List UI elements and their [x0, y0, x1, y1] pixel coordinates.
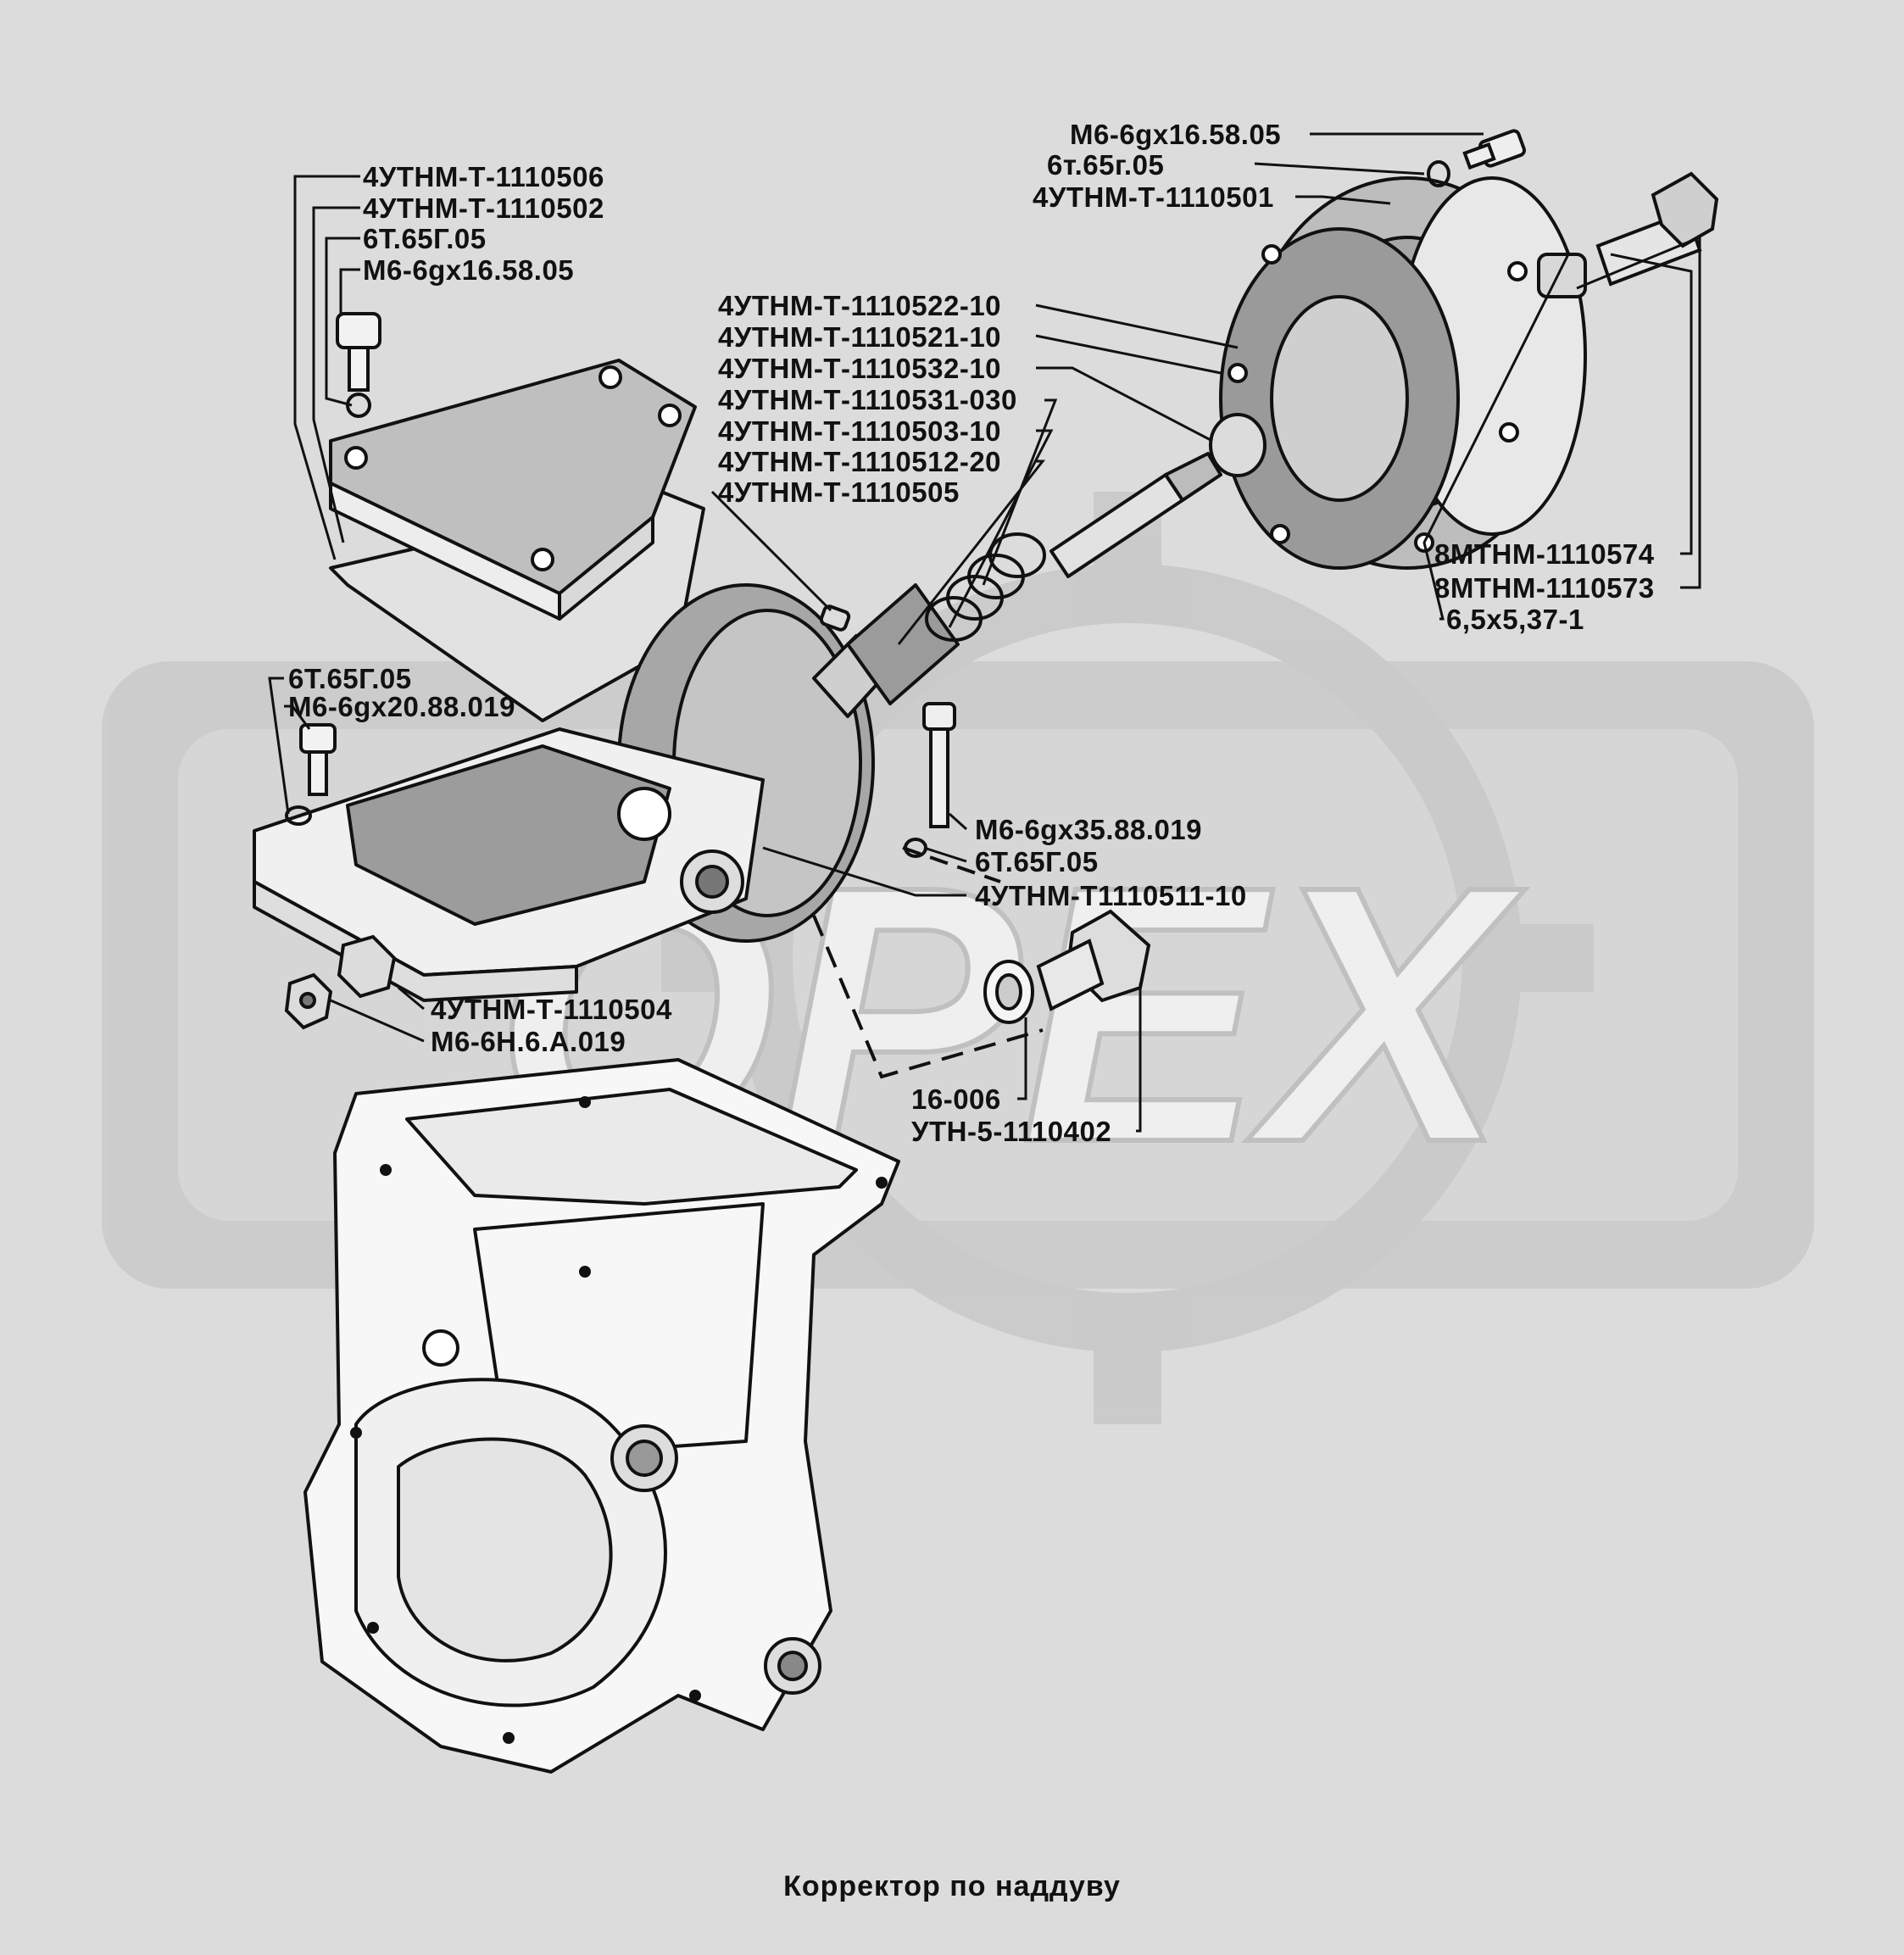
label-left-washer: 6Т.65Г.05: [288, 663, 412, 694]
label-right-seal: 6,5х5,37-1: [1446, 604, 1584, 635]
label-part-1110531: 4УТНМ-Т-1110531-030: [718, 384, 1017, 415]
assembly-dashed-line-2: [902, 846, 1001, 883]
label-part-1110532: 4УТНМ-Т-1110532-10: [718, 353, 1002, 384]
label-mid-bolt: М6-6gх35.88.019: [975, 814, 1203, 845]
label-cover-1110506: 4УТНМ-Т-1110506: [363, 161, 604, 192]
label-right-1110574: 8МТНМ-1110574: [1434, 538, 1655, 570]
housing: [303, 1058, 900, 1774]
label-plug: УТН-5-1110402: [911, 1116, 1112, 1147]
label-flange-1110501: 4УТНМ-Т-1110501: [1033, 181, 1274, 213]
nut-fitting: [284, 934, 397, 1030]
label-part-1110503: 4УТНМ-Т-1110503-10: [718, 415, 1002, 447]
label-cover-washer: 6Т.65Г.05: [363, 223, 487, 254]
label-mid-1110511: 4УТНМ-Т1110511-10: [975, 880, 1247, 911]
flange-bolt: [1427, 129, 1526, 187]
label-plug-washer: 16-006: [911, 1083, 1001, 1115]
label-nut-1110504: 4УТНМ-Т-1110504: [431, 994, 672, 1025]
top-cover: [329, 359, 705, 722]
label-part-1110522: 4УТНМ-Т-1110522-10: [718, 290, 1002, 321]
cover-bolt: [336, 312, 381, 418]
diagram-caption: Корректор по наддуву: [783, 1870, 1121, 1902]
label-right-1110573: 8МТНМ-1110573: [1434, 572, 1655, 604]
flange-plate: [1209, 176, 1587, 570]
label-flange-bolt: М6-6gх16.58.05: [1070, 119, 1282, 150]
long-bolt: [904, 702, 956, 858]
piston-spring-assembly: [812, 452, 1222, 718]
label-cover-1110502: 4УТНМ-Т-1110502: [363, 192, 604, 224]
label-part-1110512: 4УТНМ-Т-1110512-20: [718, 446, 1002, 477]
label-cover-bolt: М6-6gх16.58.05: [363, 254, 575, 286]
label-mid-washer: 6Т.65Г.05: [975, 846, 1099, 877]
assembly-dashed-line: [812, 915, 1044, 1079]
label-part-1110505: 4УТНМ-Т-1110505: [718, 476, 960, 508]
left-bolt: [285, 723, 337, 826]
label-left-bolt: М6-6gх20.88.019: [288, 691, 516, 722]
corrector-body: [253, 583, 875, 1002]
leader-lines: [268, 132, 1701, 1133]
label-flange-washer: 6т.65г.05: [1047, 149, 1165, 181]
drain-plug: [983, 909, 1151, 1024]
label-part-1110521: 4УТНМ-Т-1110521-10: [718, 321, 1002, 353]
label-nut: М6-6Н.6.А.019: [431, 1026, 626, 1057]
